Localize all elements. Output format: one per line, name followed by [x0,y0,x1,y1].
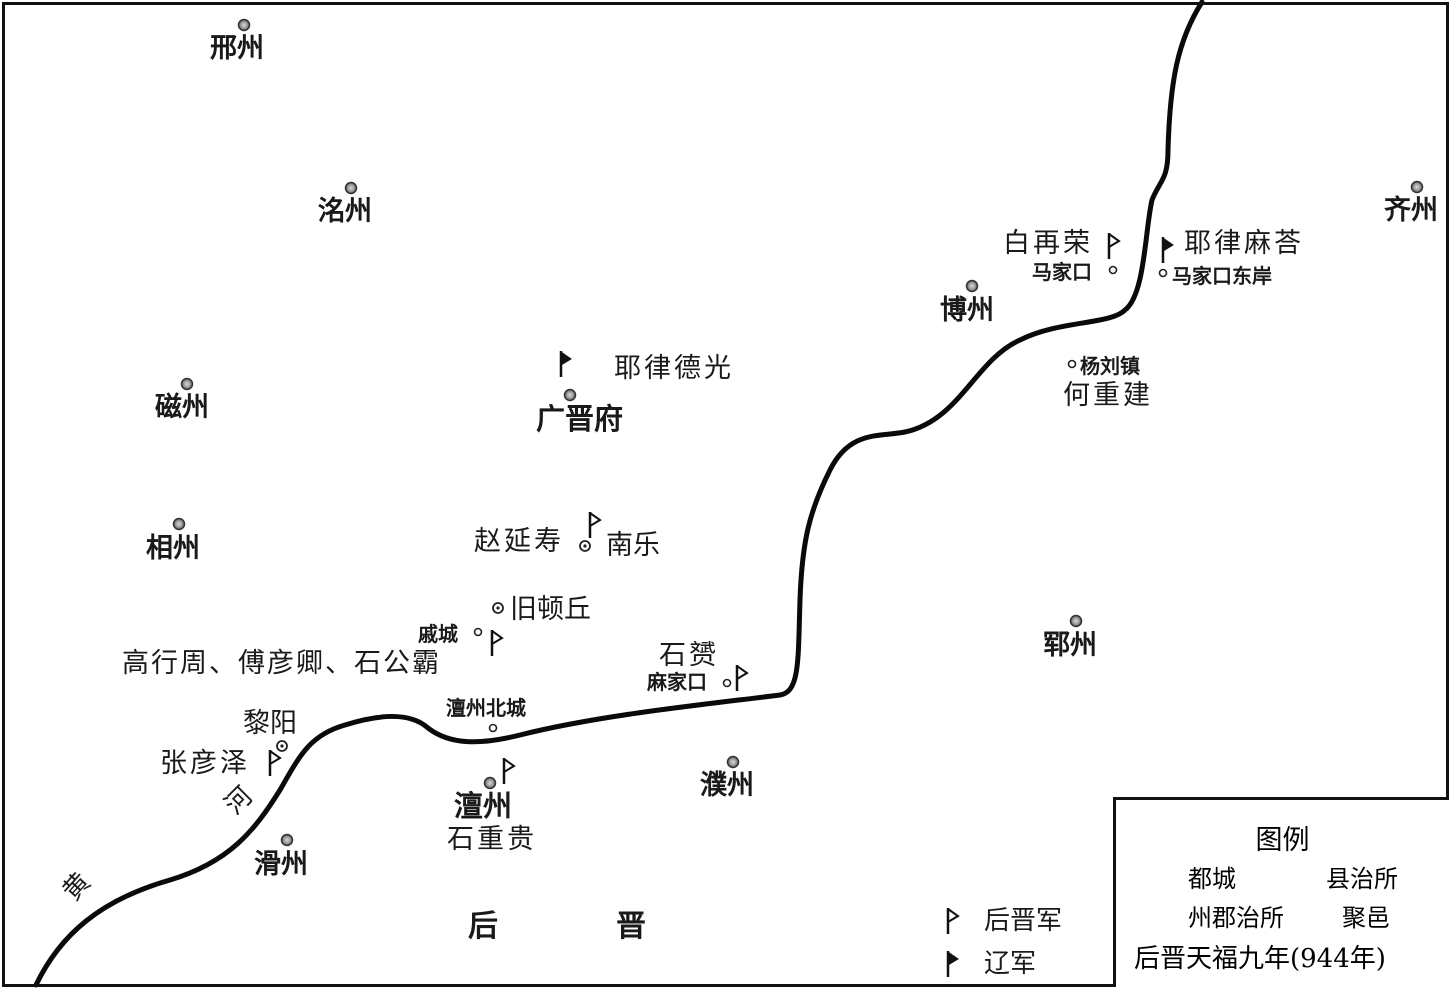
label-majiakou-east: 马家口东岸 [1172,264,1272,288]
legend-capital-label: 都城 [1188,865,1236,893]
label-qicheng: 戚城 [418,622,458,646]
label-region-jin: 晋 [616,909,646,944]
label-he-zhongjian: 何重建 [1063,380,1153,411]
label-zhao-yanshou: 赵延寿 [474,526,564,557]
legend-title: 图例 [1255,825,1310,856]
label-yelv-mada: 耶律麻荅 [1184,228,1304,259]
label-chanzhou-north: 澶州北城 [446,696,526,720]
yellow-river [33,0,1205,988]
label-puzhou: 濮州 [700,770,754,801]
label-shi-yun: 石赟 [659,640,719,671]
legend-liao-label: 辽军 [984,949,1037,979]
legend-caption: 后晋天福九年(944年) [1134,944,1386,974]
label-guangjinfu: 广晋府 [536,402,624,436]
label-qizhou: 齐州 [1384,195,1438,226]
label-majiakou2: 麻家口 [647,670,707,694]
label-zhang-yanze: 张彦泽 [160,748,250,779]
legend-box: 图例 都城 县治所 州郡治所 聚邑 后晋天福九年(944年) [1113,797,1449,987]
label-bozhou: 博州 [940,295,994,326]
label-xiangzhou: 相州 [146,533,200,564]
label-gao-fu-shi: 高行周、傅彦卿、石公霸 [122,648,441,679]
label-huazhou: 滑州 [254,849,308,880]
label-bai-zairong: 白再荣 [1003,228,1093,259]
label-shi-zhonggui: 石重贵 [447,824,537,855]
label-chanzhou: 澶州 [454,789,513,823]
label-cizhou: 磁州 [155,392,209,423]
label-region-hou: 后 [468,909,498,944]
legend-settlement-label: 聚邑 [1342,904,1390,932]
label-jiudunqiu: 旧顿丘 [510,594,591,625]
label-yangliuzhen: 杨刘镇 [1080,354,1140,378]
label-yunzhou: 郓州 [1043,630,1097,661]
legend-houjin-label: 后晋军 [984,906,1063,936]
label-mingzhou: 洺州 [318,196,372,227]
label-majiakou: 马家口 [1032,260,1092,284]
legend-county-label: 县治所 [1326,865,1398,893]
label-yelv-deguang: 耶律德光 [614,353,734,384]
label-nanle: 南乐 [606,530,660,561]
label-xingzhou: 邢州 [210,33,264,64]
label-liyang: 黎阳 [243,708,297,739]
legend-prefecture-label: 州郡治所 [1188,904,1284,932]
